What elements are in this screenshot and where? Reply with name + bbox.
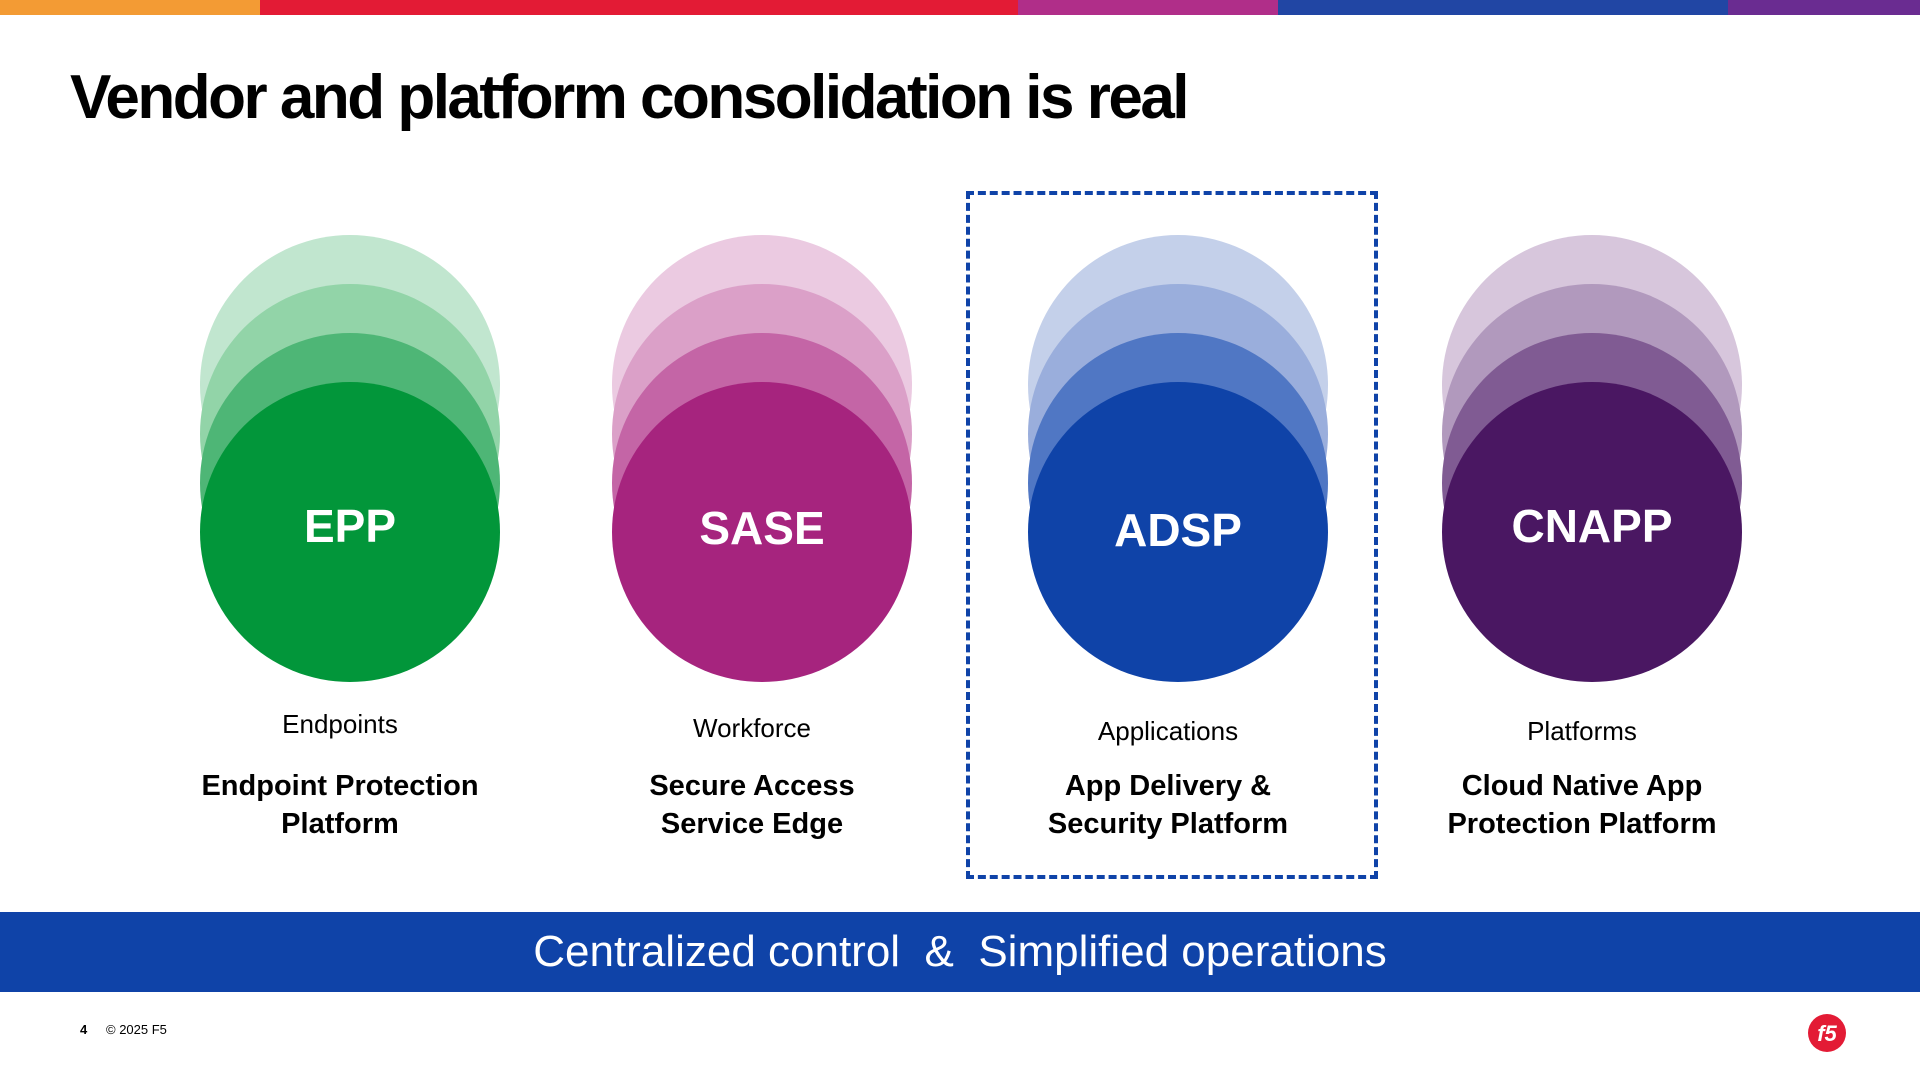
circle-abbreviation: ADSP <box>1114 504 1242 556</box>
top-bar-segment-red-2 <box>760 0 1018 15</box>
top-bar-segment-red <box>260 0 760 15</box>
full-name-line-1: Endpoint Protection <box>201 770 479 802</box>
circle-abbreviation: SASE <box>699 502 825 554</box>
circle-main <box>1028 382 1328 682</box>
full-name-line-2: Platform <box>281 808 399 840</box>
circle-main <box>200 382 500 682</box>
full-name-line-1: App Delivery & <box>1064 770 1272 802</box>
category-label: Applications <box>1097 716 1239 746</box>
top-color-bar <box>0 0 1920 15</box>
column-adsp: ADSP Applications App Delivery & Securit… <box>968 0 1368 900</box>
f5-logo-icon: f5 <box>1808 1014 1846 1052</box>
circle-stack: CNAPP <box>1442 235 1742 683</box>
top-bar-segment-orange <box>0 0 260 15</box>
top-bar-segment-blue <box>1278 0 1728 15</box>
circle-main <box>1442 382 1742 682</box>
circle-stack: SASE <box>612 235 912 683</box>
category-label: Workforce <box>693 713 811 743</box>
full-name-line-2: Service Edge <box>660 808 844 840</box>
column-cnapp: CNAPP Platforms Cloud Native App Protect… <box>1382 0 1782 900</box>
circle-stack: ADSP <box>1028 235 1328 683</box>
page-number: 4 <box>80 1022 88 1037</box>
category-label: Endpoints <box>282 709 398 739</box>
full-name-line-2: Protection Platform <box>1447 808 1717 840</box>
circle-stack: EPP <box>200 235 500 683</box>
column-epp: EPP Endpoints Endpoint Protection Platfo… <box>140 0 540 900</box>
circle-abbreviation: CNAPP <box>1511 500 1673 552</box>
highlight-dashed-box <box>966 191 1378 879</box>
category-label: Platforms <box>1527 716 1637 746</box>
column-sase: SASE Workforce Secure Access Service Edg… <box>552 0 952 900</box>
f5-logo-text: f5 <box>1817 1021 1837 1046</box>
top-bar-segment-magenta <box>1018 0 1278 15</box>
full-name-line-1: Secure Access <box>649 770 855 802</box>
f5-logo-circle <box>1808 1014 1846 1052</box>
copyright-text: © 2025 F5 <box>106 1022 167 1037</box>
circle-abbreviation: EPP <box>303 500 397 552</box>
circle-main <box>612 382 912 682</box>
summary-banner: Centralized control & Simplified operati… <box>0 912 1920 992</box>
top-bar-segment-purple <box>1728 0 1920 15</box>
full-name-line-2: Security Platform <box>1047 808 1289 840</box>
full-name-line-1: Cloud Native App <box>1461 770 1703 802</box>
slide-title: Vendor and platform consolidation is rea… <box>70 63 1190 132</box>
